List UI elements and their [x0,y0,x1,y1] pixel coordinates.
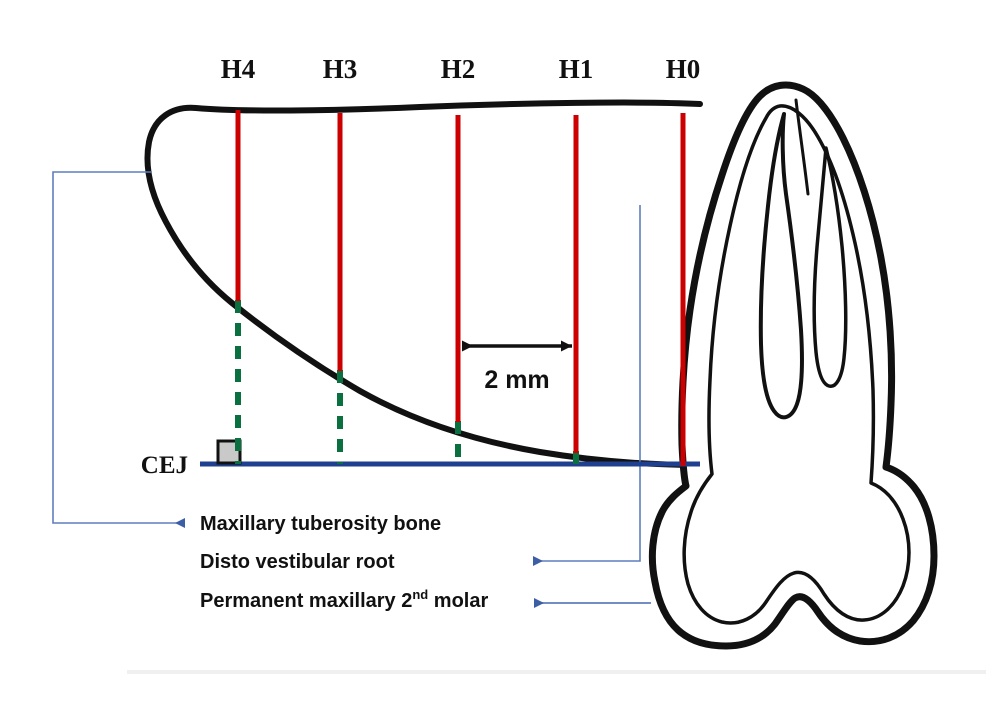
annotation-permanent-maxillary-second-molar: Permanent maxillary 2nd molar [200,587,488,612]
measurement-axis-labels: H4 H3 H2 H1 H0 [221,54,701,84]
permanent-maxillary-second-molar-illustration [648,81,938,650]
measurement-label-H4: H4 [221,54,256,84]
measurement-label-H3: H3 [323,54,358,84]
leader-disto-vestibular-root [533,205,641,566]
annotation-maxillary-tuberosity-bone: Maxillary tuberosity bone [200,513,441,535]
annotation-leader-lines [52,171,651,608]
annotation-labels: Maxillary tuberosity bone Disto vestibul… [200,513,488,612]
annotation-molar-text-tail: molar [428,590,488,612]
measurement-label-H0: H0 [666,54,701,84]
annotation-disto-vestibular-root: Disto vestibular root [200,551,395,573]
cej-label: CEJ [141,452,188,479]
measurement-lines [235,110,686,466]
cej-marker-square [216,439,242,465]
cej-reference: CEJ [141,439,700,479]
scale-label: 2 mm [484,366,549,394]
scale-annotation: 2 mm [462,340,572,394]
leader-maxillary-tuberosity-bone [52,171,185,528]
residual-bone-height-lines [235,300,579,464]
annotation-molar-ordinal-suffix: nd [412,587,428,602]
measurement-label-H2: H2 [441,54,476,84]
annotation-molar-text-main: Permanent maxillary 2 [200,590,412,612]
measurement-label-H1: H1 [559,54,594,84]
maxillary-tuberosity-bone-outline [144,99,703,468]
